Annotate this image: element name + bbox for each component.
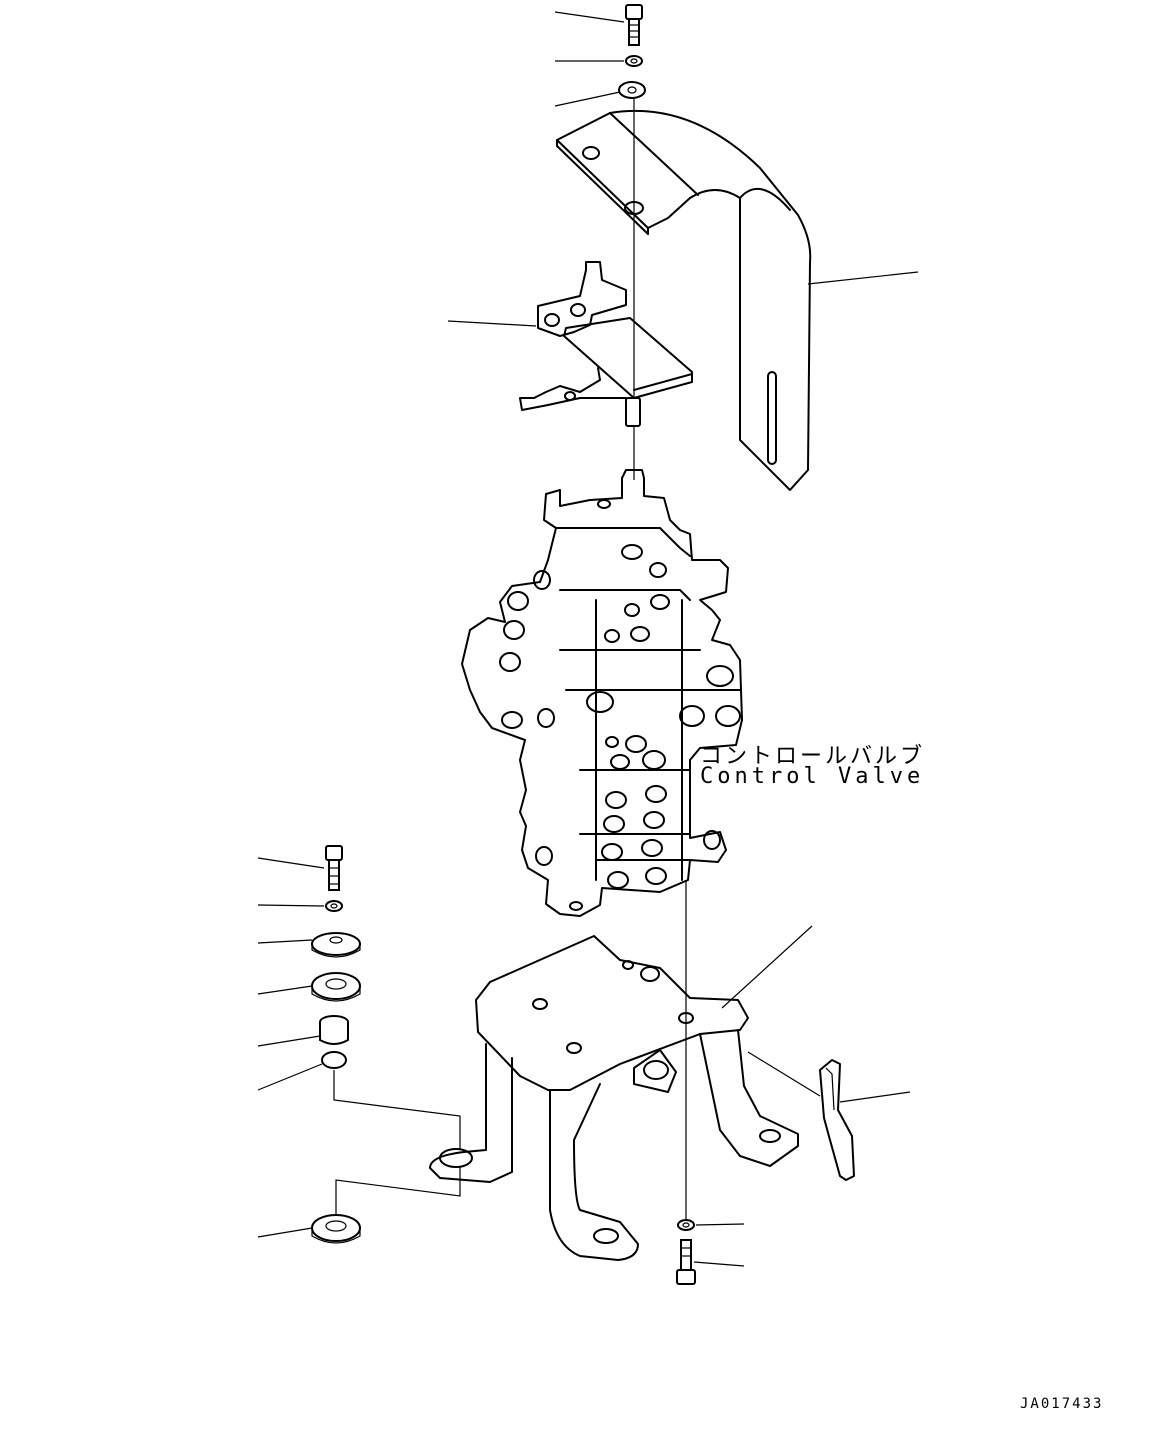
leader-lines: [257, 11, 919, 1267]
control-valve-label-jp: コントロールバルブ: [700, 744, 926, 769]
top-flat-washer: [618, 81, 646, 99]
assembly-path-lines: [333, 1051, 821, 1214]
left-o-ring: [321, 1051, 347, 1069]
valve-cover: [556, 109, 812, 491]
left-spring-washer: [325, 900, 343, 912]
top-bolt: [625, 4, 643, 46]
left-thick-washer: [311, 972, 361, 1002]
drawing-id: JA017433: [1020, 1396, 1104, 1412]
bracket: [519, 261, 693, 427]
bottom-spring-washer: [677, 1219, 695, 1231]
left-spacer: [319, 1015, 349, 1045]
bottom-left-washer: [311, 1214, 361, 1244]
bottom-bolt: [676, 1239, 696, 1285]
left-flat-washer: [311, 932, 361, 958]
edge-trim: [819, 1059, 855, 1181]
top-spring-washer: [625, 55, 643, 67]
left-bolt: [325, 845, 343, 891]
control-valve-label-en: Control Valve: [700, 764, 925, 789]
control-valve: [461, 469, 743, 917]
base-bracket: [429, 935, 799, 1261]
